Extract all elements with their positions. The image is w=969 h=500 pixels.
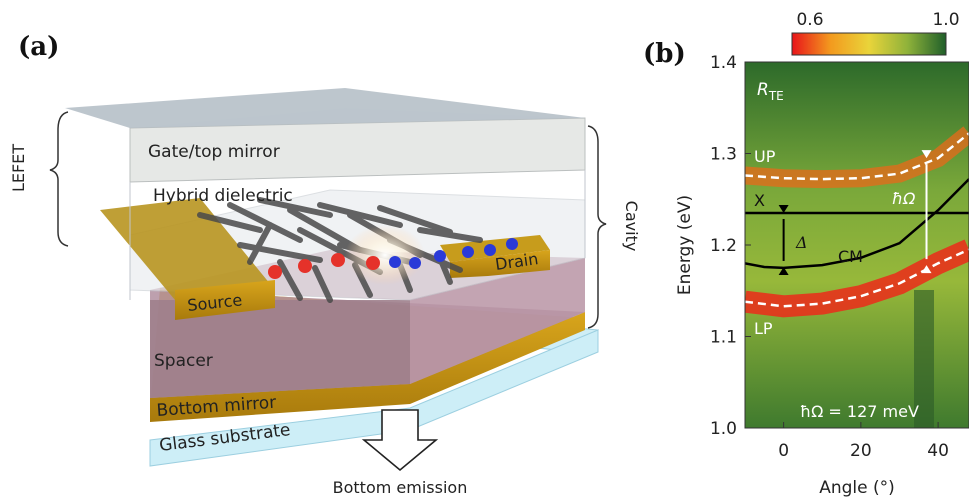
x-axis: 0 20 40 <box>778 422 949 461</box>
detuning-arrow-head <box>778 204 789 213</box>
rabi-arrow-head <box>921 150 932 159</box>
hole-carrier <box>331 253 345 267</box>
y-axis-title: Energy (eV) <box>675 195 695 295</box>
x-tick-label: 40 <box>927 441 949 461</box>
y-tick-label: 1.3 <box>710 145 737 165</box>
up-polariton-line <box>745 132 969 181</box>
y-tick-label: 1.1 <box>710 328 737 348</box>
cavity-label: Cavity <box>622 201 641 252</box>
rabi-value-label: ħΩ = 127 meV <box>800 402 919 421</box>
lefet-label: LEFET <box>9 144 28 192</box>
hole-carrier <box>298 259 312 273</box>
gate-top-mirror-label: Gate/top mirror <box>148 142 280 162</box>
lefet-bracket <box>49 111 69 247</box>
electron-carrier <box>462 246 474 258</box>
electron-carrier <box>389 256 401 268</box>
x-axis-title: Angle (°) <box>819 478 895 498</box>
rabi-label: ħΩ <box>892 189 916 208</box>
electron-carrier <box>506 238 518 250</box>
hybrid-dielectric-label: Hybrid dielectric <box>153 186 293 206</box>
colorbar-min-label: 0.6 <box>796 10 823 30</box>
heatmap-background <box>745 62 969 428</box>
x-tick-label: 0 <box>778 441 789 461</box>
panel-a-label: (a) <box>18 32 59 62</box>
rte-title: RTE <box>757 80 784 103</box>
heatmap-plot <box>745 62 969 428</box>
rabi-arrow-head <box>921 265 932 274</box>
detuning-arrow <box>778 204 789 275</box>
cavity-bracket <box>587 125 607 329</box>
gate-top-mirror-layer <box>65 88 586 300</box>
lp-polariton-line <box>745 248 969 308</box>
y-tick-label: 1.0 <box>710 419 737 439</box>
electron-carrier <box>434 250 446 262</box>
panel-b-label: (b) <box>643 39 686 69</box>
up-label: UP <box>754 147 776 166</box>
x-label: X <box>754 191 765 210</box>
y-tick-label: 1.2 <box>710 236 737 256</box>
source-electrode <box>100 198 275 320</box>
hole-carrier <box>366 256 380 270</box>
cavity-mode-line <box>745 178 969 270</box>
emission-glow <box>345 225 425 285</box>
y-tick-label: 1.4 <box>710 53 737 73</box>
hole-carrier <box>268 265 282 279</box>
lp-label: LP <box>754 319 773 338</box>
cm-label: CM <box>838 247 863 266</box>
rabi-splitting-arrow <box>921 150 932 274</box>
charge-carriers <box>268 238 518 279</box>
electron-carrier <box>409 257 421 269</box>
y-axis: 1.0 1.1 1.2 1.3 1.4 <box>710 53 751 439</box>
bottom-emission-label: Bottom emission <box>333 478 468 497</box>
spacer-label: Spacer <box>154 351 213 371</box>
detuning-arrow-head <box>778 266 789 275</box>
colorbar-max-label: 1.0 <box>932 10 959 30</box>
delta-label: Δ <box>795 233 808 252</box>
colorbar <box>791 32 947 56</box>
dark-stripe <box>914 290 934 428</box>
electron-carrier <box>484 244 496 256</box>
bottom-emission-arrow <box>361 409 439 472</box>
x-tick-label: 20 <box>850 441 872 461</box>
